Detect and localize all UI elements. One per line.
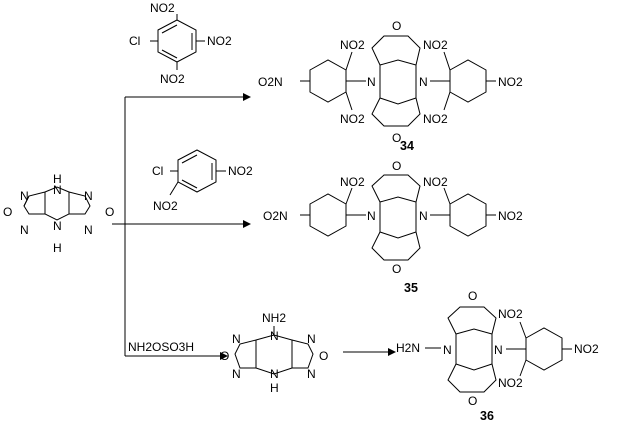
product-36: H2N N N O O NO2 NO2 NO2 36 (396, 289, 599, 423)
p36-h2n: H2N (396, 341, 420, 355)
p34-no2-right-top: NO2 (423, 38, 448, 52)
picryl-no2-right: NO2 (207, 34, 232, 48)
p34-n-left: N (367, 75, 376, 89)
int-n-left-a: N (232, 332, 241, 346)
sm-n-top: N (53, 183, 62, 197)
reaction-arrows (112, 93, 396, 360)
int-n-right-b: N (307, 367, 316, 381)
p36-no2-top: NO2 (498, 307, 523, 321)
int-n-left-b: N (232, 367, 241, 381)
int-n-bottom: N (270, 367, 279, 381)
reagent-dinitrochlorobenzene: Cl NO2 NO2 (152, 149, 253, 213)
compound-label-36: 36 (480, 409, 494, 423)
int-h-bottom: H (270, 381, 279, 395)
picryl-no2-top: NO2 (150, 1, 175, 15)
reagent-hydroxylamine-sulfonic-acid: NH2OSO3H (128, 340, 194, 354)
product-34: N N O O NO2 NO2 O2N NO2 NO2 NO2 34 (258, 19, 523, 153)
p36-no2-bottom: NO2 (498, 376, 523, 390)
sm-n-right-a: N (84, 189, 93, 203)
p34-o2n-left: O2N (258, 75, 283, 89)
p34-o-top: O (392, 19, 401, 33)
p35-o2n-left: O2N (263, 209, 288, 223)
p35-o-bottom: O (392, 262, 401, 276)
p34-n-right: N (419, 75, 428, 89)
p34-no2-left-top: NO2 (340, 38, 365, 52)
sm-n-left-a: N (20, 189, 29, 203)
p34-no2-right: NO2 (498, 75, 523, 89)
p34-o-bottom: O (392, 131, 401, 145)
starting-material: H N N H O N N N N O (3, 172, 114, 255)
int-n-top: N (270, 329, 279, 343)
p36-o-bottom: O (468, 394, 477, 408)
sm-n-left-b: N (20, 223, 29, 237)
sm-o-left: O (3, 205, 12, 219)
p35-no2-right-top: NO2 (423, 175, 448, 189)
int-nh2: NH2 (262, 311, 286, 325)
int-n-right-a: N (307, 332, 316, 346)
picryl-no2-bottom: NO2 (160, 72, 185, 86)
p34-no2-left-bottom: NO2 (340, 112, 365, 126)
sm-n-right-b: N (84, 223, 93, 237)
product-35: N N O O NO2 O2N NO2 NO2 35 (263, 159, 523, 295)
compound-label-34: 34 (400, 139, 414, 153)
p35-no2-right: NO2 (498, 209, 523, 223)
int-o-left: O (220, 349, 229, 363)
int-o-right: O (319, 349, 328, 363)
sm-o-right: O (105, 205, 114, 219)
p35-n-left: N (367, 209, 376, 223)
sm-n-bottom: N (53, 219, 62, 233)
p36-o-top: O (468, 289, 477, 303)
dncb-cl: Cl (152, 164, 163, 178)
sm-h-top: H (53, 172, 62, 186)
reagent-picryl-chloride: NO2 Cl NO2 NO2 (129, 1, 232, 86)
p36-no2-right: NO2 (574, 342, 599, 356)
p36-n-left: N (443, 343, 452, 357)
p35-o-top: O (392, 159, 401, 173)
compound-label-35: 35 (404, 281, 418, 295)
dncb-no2-bottom: NO2 (153, 199, 178, 213)
p35-n-right: N (419, 209, 428, 223)
p34-no2-right-bottom: NO2 (423, 112, 448, 126)
picryl-cl: Cl (129, 34, 140, 48)
sm-h-bottom: H (53, 241, 62, 255)
p36-n-right: N (494, 343, 503, 357)
p35-no2-left-top: NO2 (340, 175, 365, 189)
intermediate-n-amino: NH2 N N H O N N N N O (220, 311, 328, 395)
dncb-no2-right: NO2 (228, 164, 253, 178)
